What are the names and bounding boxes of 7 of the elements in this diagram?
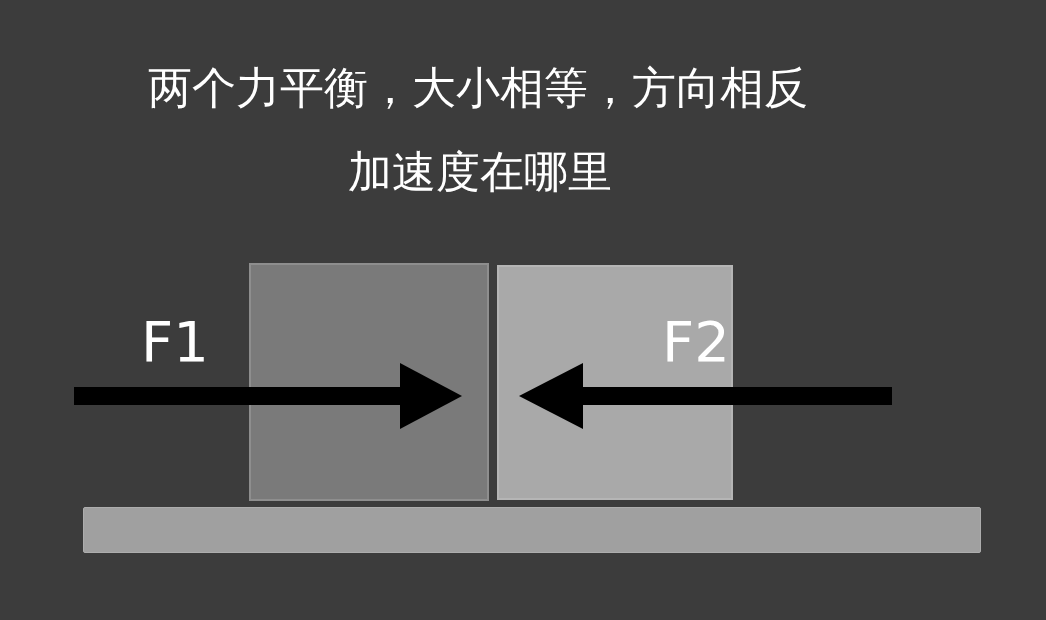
- force-label: F2: [662, 314, 730, 370]
- question-text: 加速度在哪里: [348, 150, 612, 194]
- block: [497, 265, 733, 500]
- floor-bar: [83, 507, 981, 553]
- title: 两个力平衡，大小相等，方向相反: [148, 66, 808, 110]
- block: [249, 263, 489, 501]
- force-label: F1: [141, 314, 209, 370]
